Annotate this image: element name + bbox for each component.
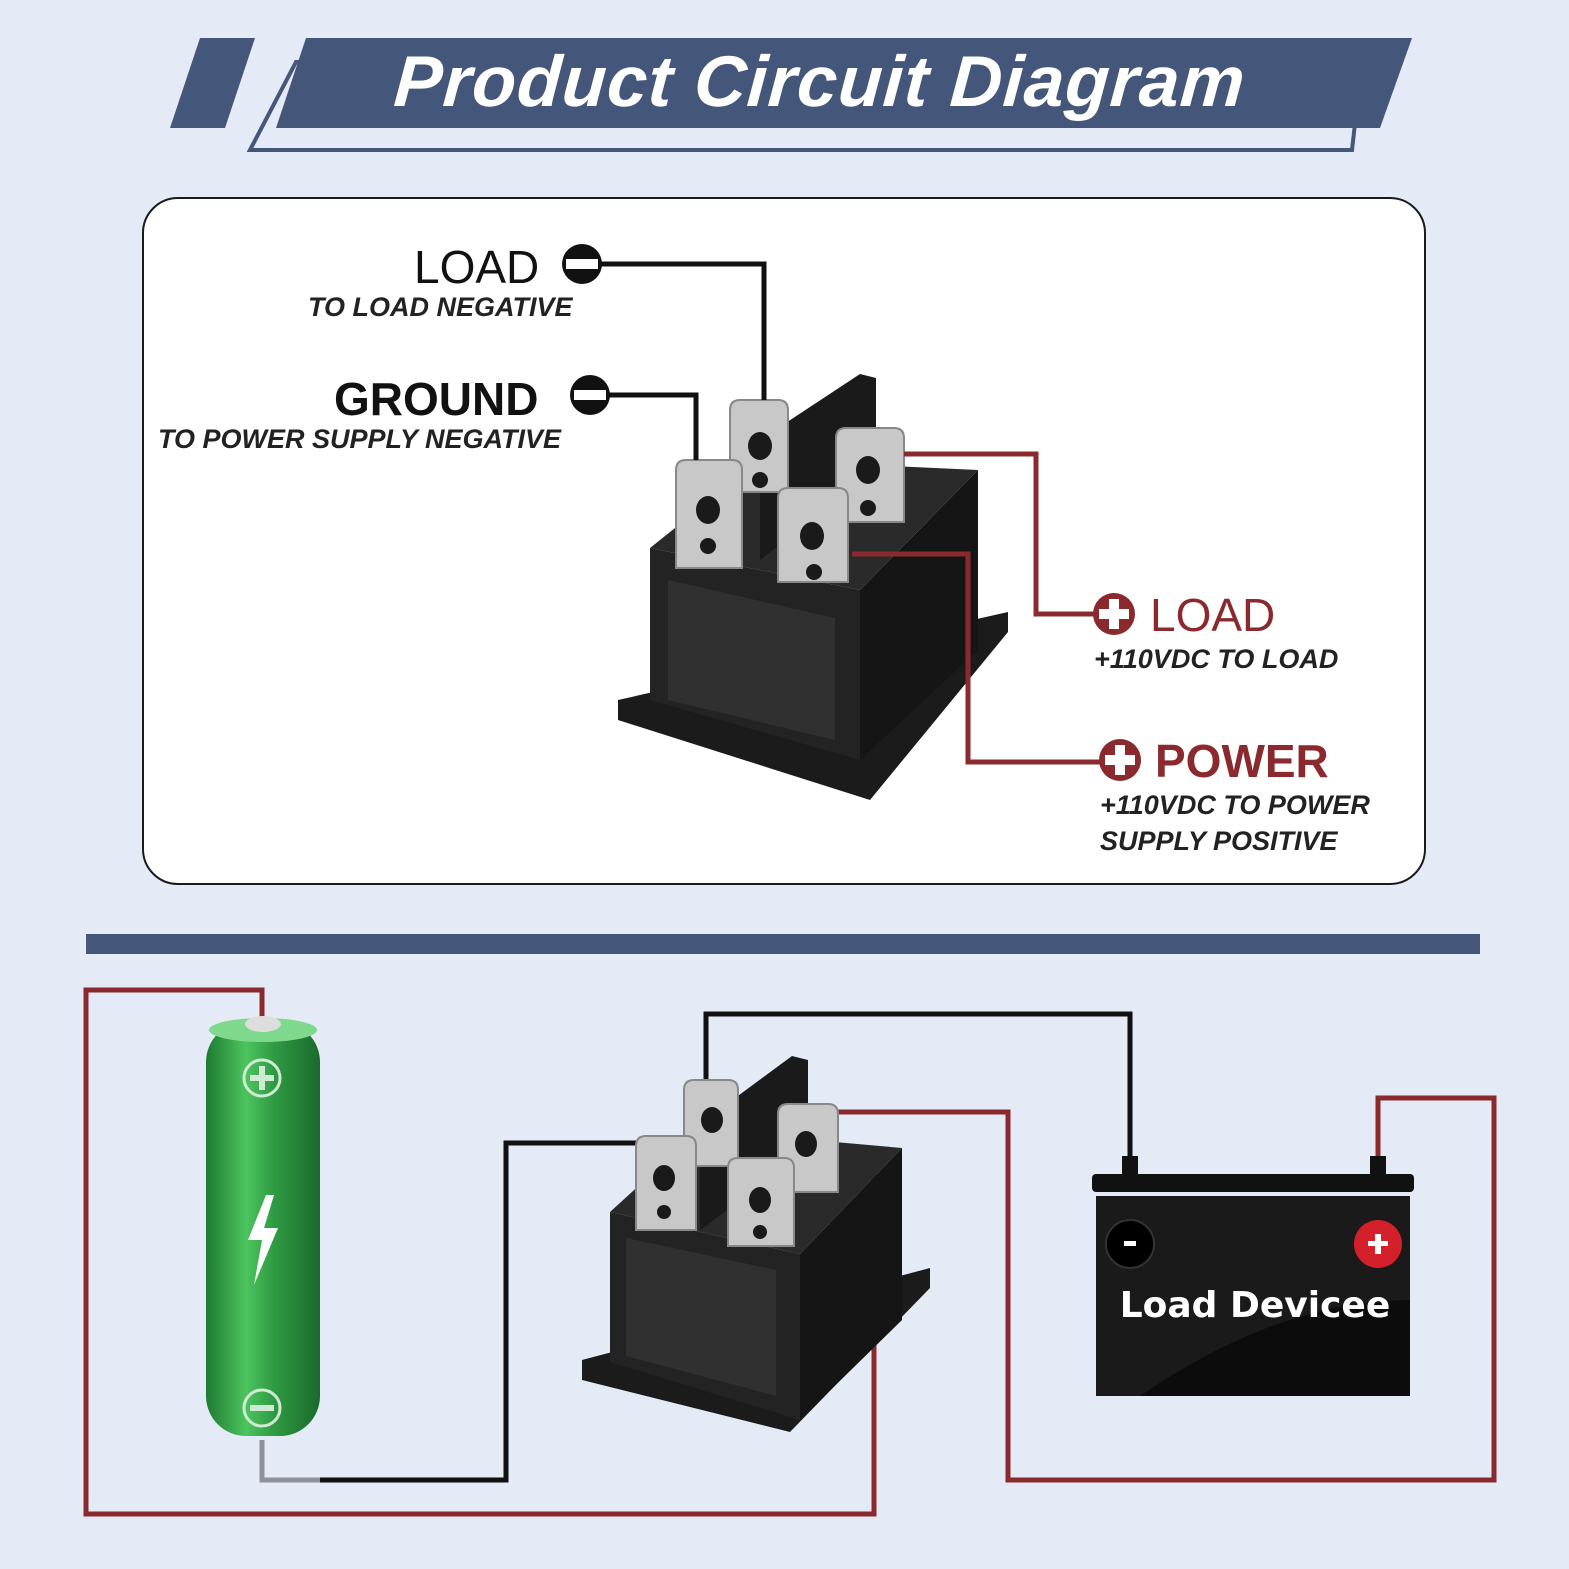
wire-switch-to-load-negative: [703, 1011, 1133, 1160]
minus-circle-icon: [562, 244, 602, 284]
plus-circle-icon: [1093, 593, 1135, 635]
minus-circle-icon: [570, 375, 610, 415]
rocker-switch-top: [618, 374, 1008, 800]
wire-load-positive: [904, 451, 1100, 617]
power-subtitle-line1: +110VDC TO POWER: [1100, 790, 1370, 820]
banner-accent-stripe: [170, 38, 255, 128]
lightning-bolt-icon: [248, 1195, 278, 1285]
battery: [206, 1016, 320, 1490]
wire-load-negative: [596, 261, 767, 400]
load-positive-title: LOAD: [1150, 589, 1276, 641]
wire-switch-to-load-positive: [830, 1095, 1497, 1483]
power-subtitle-line2: SUPPLY POSITIVE: [1100, 826, 1338, 856]
ground-subtitle: TO POWER SUPPLY NEGATIVE: [158, 424, 562, 454]
banner-fill: [276, 38, 1412, 128]
battery-negative-icon: [242, 1388, 282, 1428]
load-device-label: Load Devicee: [1119, 1285, 1391, 1326]
power-title: POWER: [1155, 735, 1329, 787]
ground-title: GROUND: [334, 373, 539, 425]
plus-circle-icon: [1099, 739, 1141, 781]
load-positive-subtitle: +110VDC TO LOAD: [1094, 644, 1339, 674]
load-positive-terminal-icon: [1354, 1220, 1402, 1268]
load-device: [1092, 1156, 1414, 1396]
wire-ground: [604, 392, 699, 460]
load-negative-subtitle: TO LOAD NEGATIVE: [308, 292, 573, 322]
rocker-switch-bottom: [582, 1056, 930, 1432]
battery-positive-icon: [242, 1058, 282, 1098]
load-negative-terminal-icon: [1105, 1219, 1155, 1269]
load-negative-title: LOAD: [414, 241, 540, 293]
wire-power: [852, 551, 1104, 765]
